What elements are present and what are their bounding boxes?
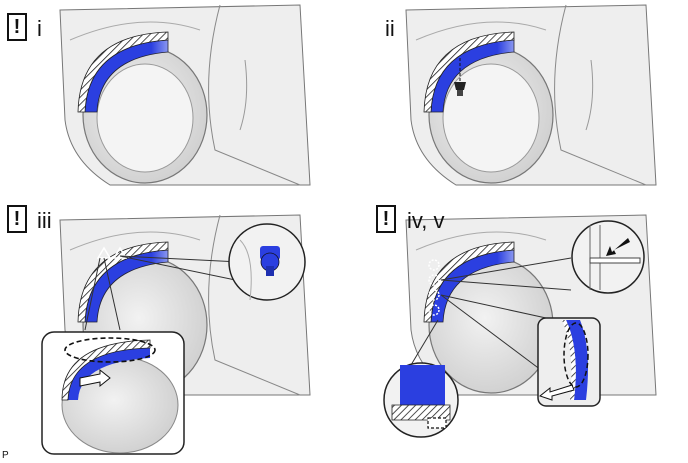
panel-ii-illustration — [405, 4, 657, 186]
panel-i-illustration — [59, 4, 311, 186]
warning-icon: ! — [376, 205, 396, 233]
step-label-iv-v: iv, v — [407, 208, 445, 233]
step-label-iii: iii — [37, 208, 52, 233]
edge-magnify-callout — [571, 220, 645, 294]
clip-marker-circles — [428, 259, 440, 316]
liner-side-detail-box — [537, 317, 601, 407]
clip-icon — [260, 246, 280, 276]
hatch-magnify-callout — [383, 362, 459, 438]
step-label-ii: ii — [385, 16, 395, 41]
arrow-icon — [606, 238, 630, 256]
fender-detail-box — [41, 331, 185, 455]
screw-icon — [454, 82, 466, 96]
arrow-icon — [79, 368, 111, 388]
hatched-fender-edge — [77, 31, 169, 113]
warning-icon: ! — [7, 13, 27, 41]
arrow-icon — [538, 384, 575, 401]
warning-icon: ! — [7, 205, 27, 233]
clip-magnify-callout — [228, 223, 306, 301]
corner-code: P — [2, 450, 9, 461]
step-label-i: i — [37, 16, 42, 41]
